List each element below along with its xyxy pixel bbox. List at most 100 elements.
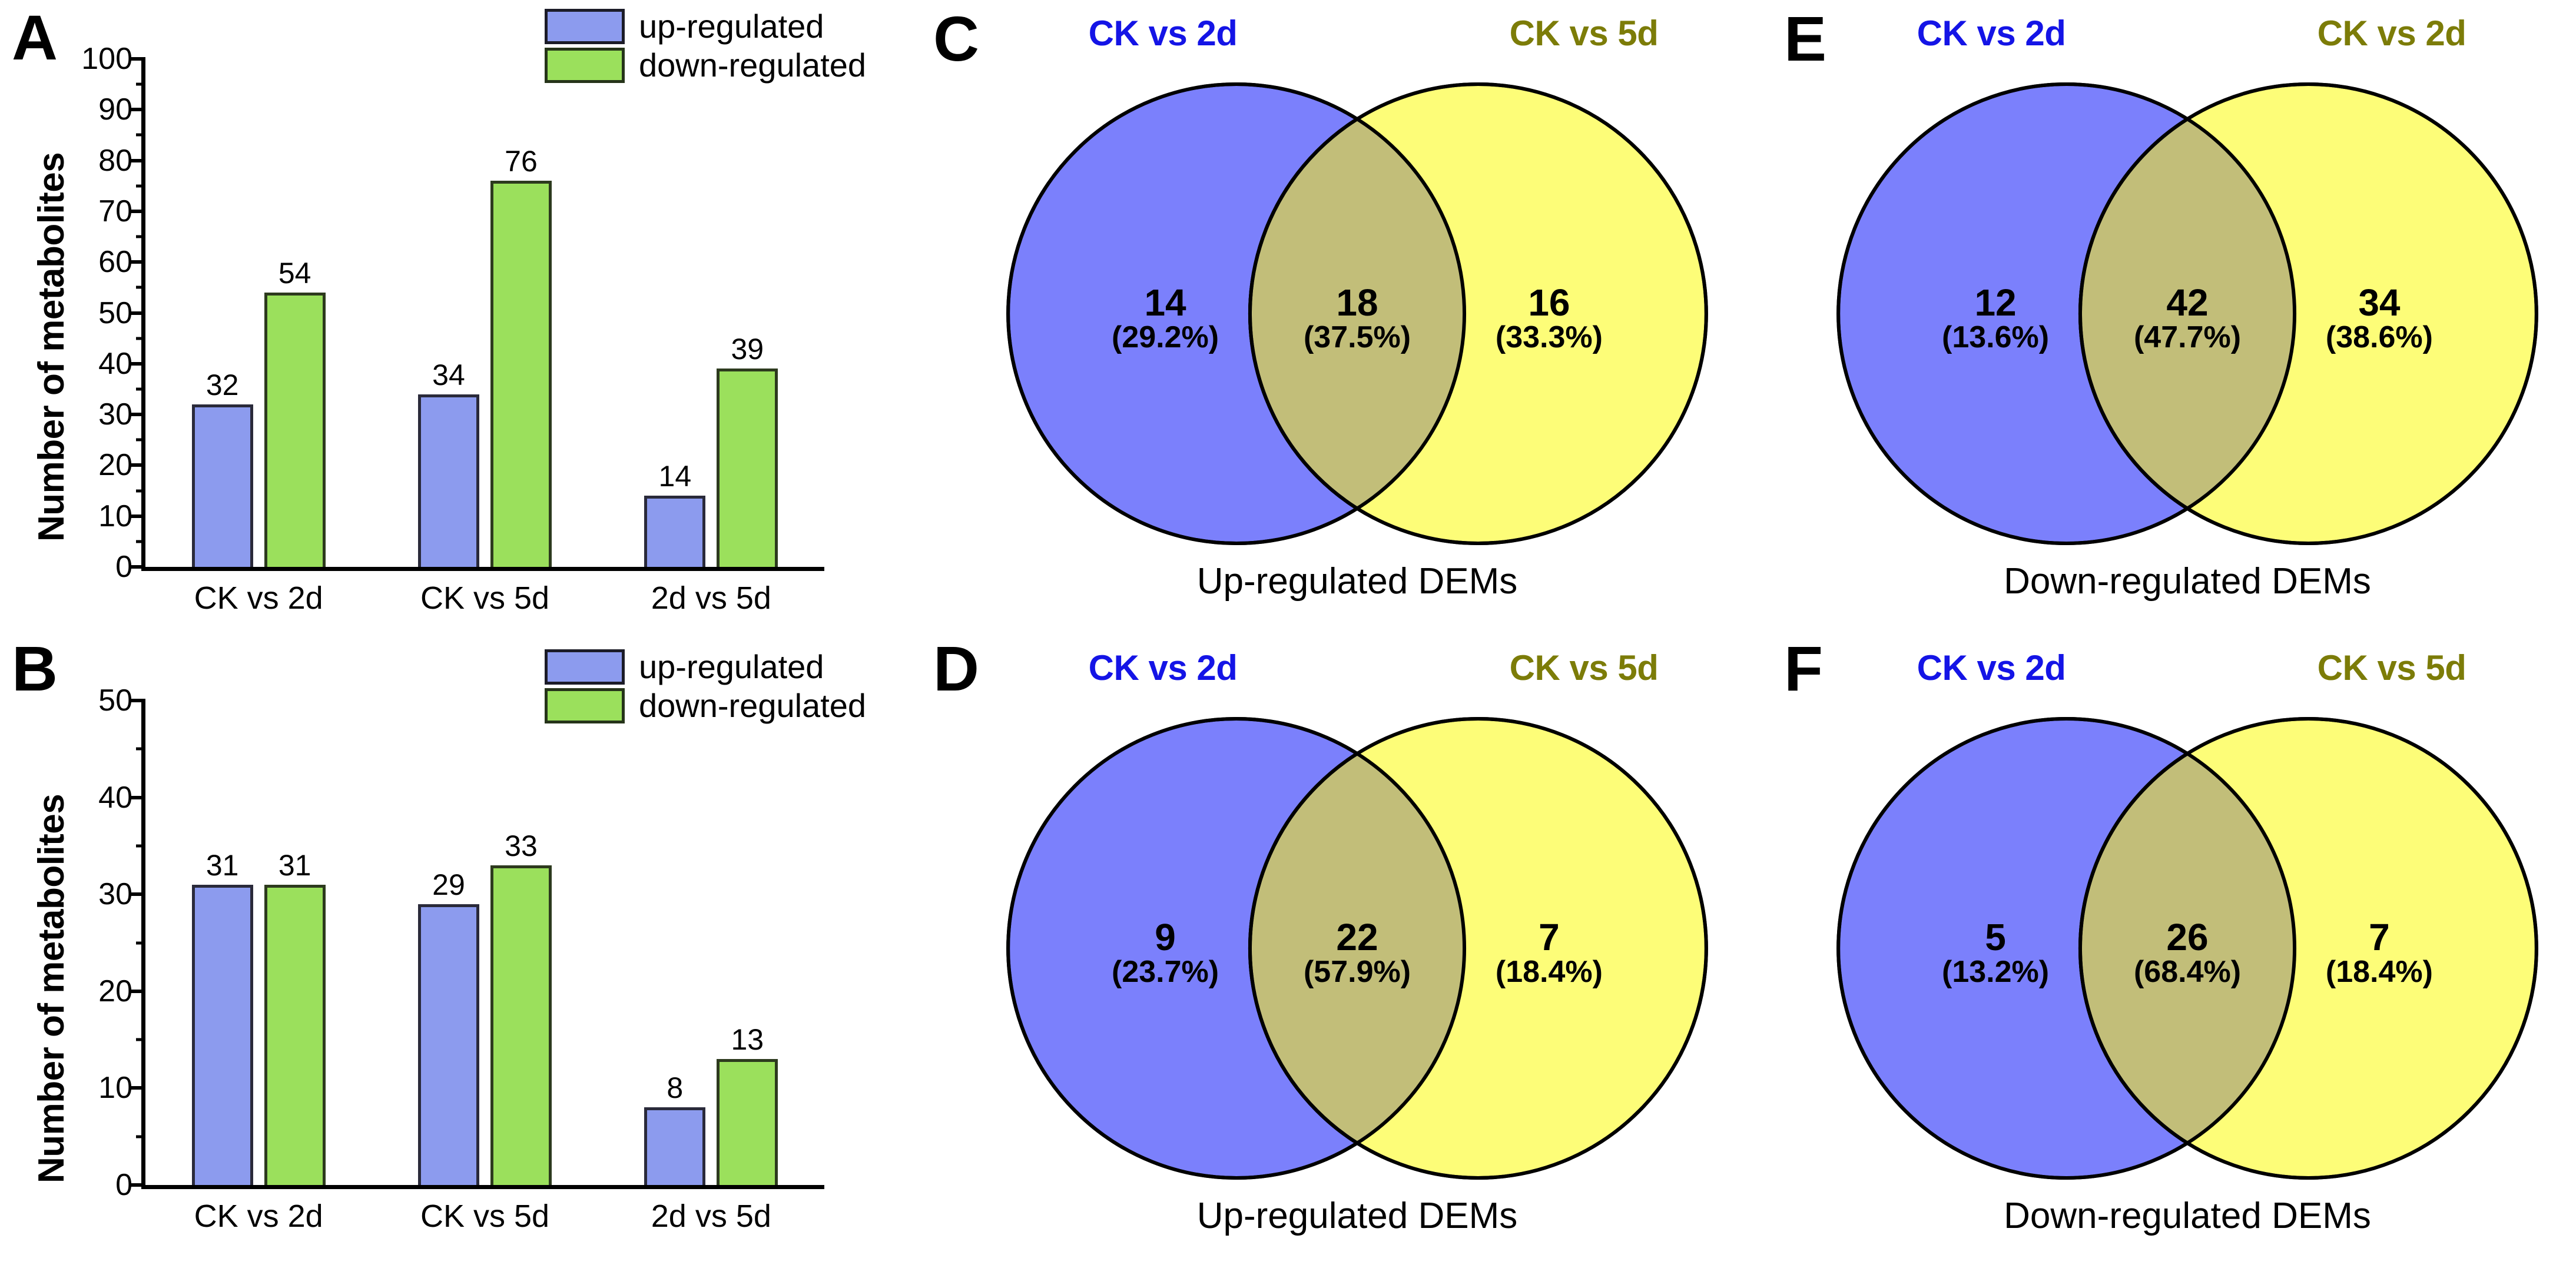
venn-label-left-only: 9(23.7%) [1112,918,1219,988]
y-tick-minor [136,1038,145,1041]
bar-value-label: 14 [658,460,692,493]
y-tick-major [131,108,145,112]
y-tick-major [131,209,145,213]
panel-letter-d: D [933,633,979,704]
panel-a-legend-item-down: down-regulated [545,46,866,85]
panel-f-caption: Down-regulated DEMs [2004,1196,2371,1236]
x-axis-category-label: 2d vs 5d [651,580,771,616]
venn-shapes [1006,82,1708,545]
y-tick-label: 10 [98,499,132,533]
x-axis-category-label: CK vs 2d [194,1199,323,1234]
panel-letter-c: C [933,3,979,74]
venn-label-right-only: 34(38.6%) [2325,283,2433,355]
bar-value-label: 8 [667,1071,684,1105]
panel-a-legend-item-up: up-regulated [545,7,866,46]
panel-d-venn-stage: 9(23.7%)22(57.9%)7(18.4%) [995,716,1719,1181]
panel-a-legend-label-down: down-regulated [639,47,867,84]
bar-value-label: 33 [505,829,538,862]
venn-label-right-only: 16(33.3%) [1495,281,1603,355]
y-tick-label: 0 [115,1168,132,1202]
x-axis-category-label: CK vs 5d [420,1199,550,1234]
y-tick-label: 60 [98,245,132,280]
y-tick-label: 40 [98,346,132,381]
bar-up-regulated: 31 [191,849,253,1185]
y-tick-major [131,57,145,61]
venn-label-overlap: 18(37.5%) [1304,281,1411,353]
bar-down-regulated: 13 [717,1023,778,1185]
x-axis-category-label: CK vs 5d [420,580,550,616]
y-tick-minor [136,337,145,340]
y-tick-minor [136,82,145,86]
y-tick-major [131,514,145,518]
panel-d-header-right: CK vs 5d [1509,648,1659,688]
venn-percent: (18.4%) [1495,955,1603,990]
venn-outline-left [1006,717,1467,1180]
venn-percent: (33.3%) [1495,320,1603,355]
y-tick-minor [136,941,145,944]
legend-swatch-down-icon [545,48,625,83]
venn-percent: (18.4%) [2325,955,2433,990]
x-axis-category-label: 2d vs 5d [651,1199,771,1234]
y-tick-major [131,565,145,569]
bar-value-label: 31 [278,848,311,882]
panel-c-caption: Up-regulated DEMs [1196,561,1518,602]
y-tick-minor [136,184,145,188]
panel-f-header-right: CK vs 5d [2317,648,2466,688]
venn-count: 42 [2166,281,2209,324]
venn-outline-right [2078,82,2538,545]
y-tick-major [131,311,145,315]
bar-value-label: 54 [278,256,311,290]
venn-percent: (68.4%) [2133,955,2242,990]
venn-percent: (13.2%) [1942,955,2050,990]
venn-count: 12 [1974,281,2017,324]
y-tick-minor [136,844,145,848]
panel-e-caption: Down-regulated DEMs [2004,561,2371,602]
y-tick-label: 70 [98,194,132,228]
venn-count: 9 [1155,915,1176,958]
y-tick-major [131,413,145,417]
y-tick-minor [136,540,145,543]
y-tick-minor [136,747,145,751]
venn-label-left-only: 12(13.6%) [1942,281,2050,355]
venn-outline-left [1006,82,1467,545]
y-tick-minor [136,489,145,493]
y-tick-label: 30 [98,397,132,432]
y-tick-minor [136,387,145,391]
y-tick-major [131,699,145,702]
venn-percent: (38.6%) [2325,320,2433,355]
y-tick-label: 90 [98,92,132,127]
y-tick-label: 100 [81,42,132,76]
bar-up-regulated: 8 [644,1071,706,1185]
panel-b-legend-item-down: down-regulated [545,686,866,725]
panel-c-header-right: CK vs 5d [1509,14,1659,53]
y-tick-major [131,260,145,264]
venn-count: 18 [1336,281,1378,324]
y-tick-label: 40 [98,780,132,815]
y-tick-major [131,158,145,162]
venn-label-left-only: 14(29.2%) [1112,281,1219,353]
y-tick-label: 30 [98,877,132,912]
panel-f-header-left: CK vs 2d [1917,648,2066,688]
panel-c-venn-stage: 14(29.2%) 18(37.5%) 16(33.3%) [995,81,1719,546]
bar-value-label: 29 [432,868,465,901]
bar-up-regulated: 14 [644,460,706,567]
panel-b-y-axis-label: Number of metabolites [31,794,72,1183]
bar-value-label: 34 [432,358,465,391]
y-tick-major [131,1086,145,1090]
bar-up-regulated: 29 [418,868,479,1185]
bar-value-label: 31 [205,848,239,882]
panel-e-header-right: CK vs 2d [2317,14,2466,53]
venn-outline-right [1248,82,1708,545]
venn-count: 16 [1528,281,1570,324]
venn-percent: (57.9%) [1303,955,1411,990]
venn-count: 14 [1144,281,1186,324]
panel-d-caption: Up-regulated DEMs [1196,1196,1518,1236]
venn-shapes [1836,82,2538,545]
panel-a-legend: up-regulated down-regulated [545,7,866,85]
bar-down-regulated: 31 [264,849,326,1185]
y-tick-major [131,989,145,993]
venn-percent: (13.6%) [1942,320,2050,355]
venn-label-overlap: 22(57.9%) [1304,918,1411,988]
